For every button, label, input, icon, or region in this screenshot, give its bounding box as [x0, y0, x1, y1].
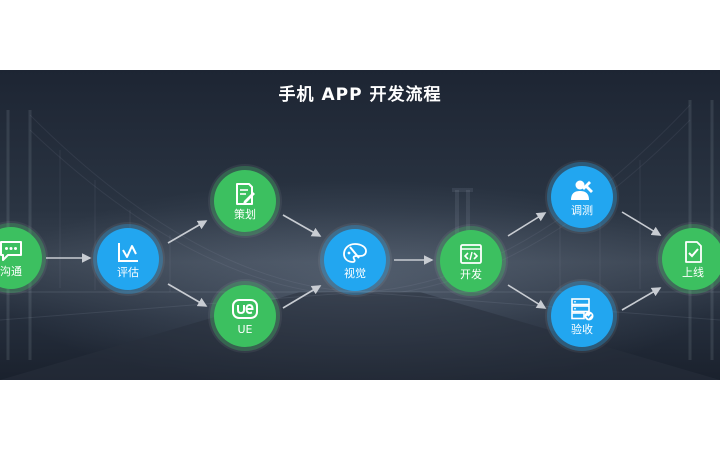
arrow-develop-debug: [507, 212, 547, 237]
node-label: UE: [237, 322, 253, 336]
line-chart-icon: [118, 242, 138, 262]
bridge-background: [0, 100, 720, 380]
ue-logo-icon: [232, 298, 258, 319]
node-label: 验收: [571, 322, 593, 336]
arrow-plan-visual: [282, 214, 322, 237]
arrow-ue-visual: [282, 285, 322, 309]
code-window-icon: [460, 243, 482, 264]
arrow-accept-launch: [621, 287, 662, 311]
server-check-icon: [571, 297, 594, 320]
palette-brush-icon: [343, 242, 367, 263]
chat-bubble-icon: [0, 240, 22, 261]
node-label: 开发: [460, 267, 482, 281]
node-label: 沟通: [0, 264, 22, 278]
node-accept[interactable]: 验收: [551, 285, 613, 347]
arrow-evaluate-ue: [167, 283, 208, 307]
arrow-evaluate-plan: [167, 220, 208, 244]
node-label: 视觉: [344, 266, 366, 280]
node-ue[interactable]: UE: [214, 285, 276, 347]
node-launch[interactable]: 上线: [662, 228, 720, 290]
document-pen-icon: [236, 182, 255, 205]
node-plan[interactable]: 策划: [214, 170, 276, 232]
node-visual[interactable]: 视觉: [324, 229, 386, 291]
node-debug[interactable]: 调测: [551, 166, 613, 228]
diagram-title: 手机 APP 开发流程: [278, 85, 442, 105]
flow-banner: 手机 APP 开发流程 沟通 评估 策划: [0, 70, 720, 380]
node-label: 上线: [682, 265, 704, 279]
arrow-develop-accept: [507, 284, 547, 309]
node-label: 调测: [571, 203, 593, 217]
flow-arrows: [46, 211, 662, 311]
arrow-debug-launch: [621, 211, 662, 236]
engineer-wrench-icon: [571, 180, 593, 200]
node-label: 策划: [234, 207, 256, 221]
node-develop[interactable]: 开发: [440, 230, 502, 292]
node-evaluate[interactable]: 评估: [97, 228, 159, 290]
node-label: 评估: [117, 265, 139, 279]
document-check-icon: [685, 240, 702, 263]
